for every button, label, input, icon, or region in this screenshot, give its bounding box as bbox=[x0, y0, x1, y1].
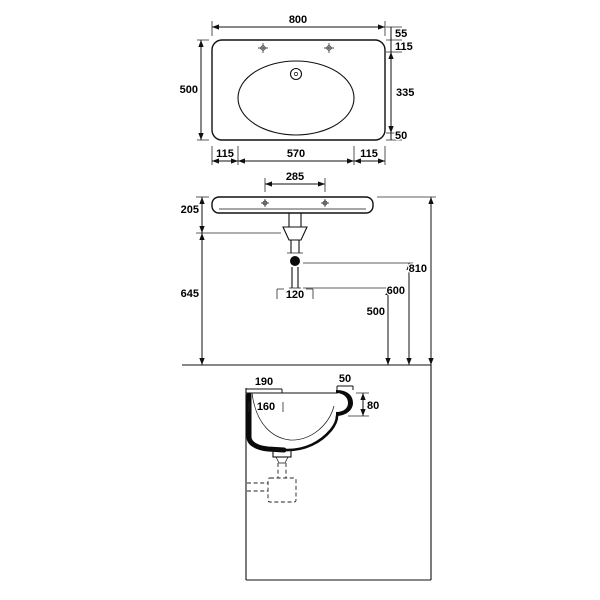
dim-190-label: 190 bbox=[255, 376, 273, 388]
basin-outline-front bbox=[211, 196, 374, 214]
wall-to-drain-dimension: 190 bbox=[246, 375, 283, 393]
dim-600-label: 600 bbox=[387, 285, 405, 297]
dim-right-115-label: 115 bbox=[395, 41, 413, 53]
shutoff-valve bbox=[290, 256, 300, 266]
dim-line bbox=[336, 385, 354, 390]
dim-80-label: 80 bbox=[367, 400, 379, 412]
drain-plumbing bbox=[282, 213, 308, 289]
ext-line bbox=[386, 26, 402, 141]
ext-line bbox=[211, 146, 386, 165]
dim-line bbox=[246, 388, 283, 393]
dim-120-label: 120 bbox=[286, 289, 304, 301]
drain-offset-dimension: 120 bbox=[276, 288, 314, 302]
top-view: 800 500 55 115 335 50 115 570 115 bbox=[178, 13, 416, 165]
tap-hole-mark-left-front bbox=[261, 199, 269, 207]
front-right-dimensions: 810 600 500 bbox=[303, 196, 436, 365]
dim-160-label: 160 bbox=[257, 401, 275, 413]
tap-hole-cross bbox=[261, 199, 269, 207]
dim-top-depth-label: 500 bbox=[180, 84, 198, 96]
dim-bottom-115l-label: 115 bbox=[216, 148, 234, 160]
ext-line bbox=[248, 402, 284, 412]
dim-645-label: 645 bbox=[181, 288, 199, 300]
ext-line bbox=[197, 39, 209, 141]
tap-spacing-dimension: 285 bbox=[264, 170, 326, 192]
ext-line bbox=[276, 288, 314, 299]
tap-hole-cross bbox=[321, 199, 329, 207]
front-left-dimensions: 205 645 bbox=[179, 196, 281, 365]
bowl-ellipse bbox=[237, 60, 355, 136]
rim-bullnose-section bbox=[336, 390, 353, 416]
dim-810-label: 810 bbox=[409, 263, 427, 275]
hidden-wall-outlet bbox=[247, 482, 268, 492]
dim-right-50-label: 50 bbox=[395, 130, 407, 142]
tap-hole-mark-right-front bbox=[321, 199, 329, 207]
dim-top-width-label: 800 bbox=[289, 14, 307, 26]
top-bottom-dimensions: 115 570 115 bbox=[211, 146, 386, 165]
basin-section-back bbox=[246, 392, 287, 453]
dim-50-label: 50 bbox=[339, 373, 351, 385]
dim-500-label: 500 bbox=[367, 306, 385, 318]
tap-hole-mark-right bbox=[324, 43, 334, 53]
top-right-dimensions: 55 115 335 50 bbox=[386, 26, 416, 143]
dim-right-335-label: 335 bbox=[396, 87, 414, 99]
tap-hole-cross bbox=[324, 43, 334, 53]
top-depth-dimension: 500 bbox=[178, 39, 209, 141]
top-width-dimension: 800 bbox=[211, 13, 386, 36]
wall-offset-dimension: 160 bbox=[248, 400, 284, 414]
faucet-hole-center bbox=[294, 72, 298, 76]
drain-pipe-upper bbox=[290, 240, 300, 253]
side-view: 190 50 160 80 bbox=[245, 365, 432, 581]
rim-lip-dimension: 50 bbox=[336, 372, 354, 390]
dim-tap-spacing-label: 285 bbox=[286, 171, 304, 183]
dim-bottom-115r-label: 115 bbox=[360, 148, 378, 160]
hidden-tailpipe bbox=[277, 463, 287, 478]
tap-hole-mark-left bbox=[258, 43, 268, 53]
basin-section-front bbox=[282, 414, 339, 452]
drain-tailpiece bbox=[288, 213, 302, 227]
rim-edge-height-dimension: 80 bbox=[348, 392, 381, 417]
faucet-hole bbox=[289, 67, 303, 81]
hidden-bottle-trap bbox=[267, 477, 297, 503]
dim-right-55-label: 55 bbox=[395, 28, 407, 40]
dim-205-label: 205 bbox=[181, 204, 199, 216]
drain-flange bbox=[282, 226, 308, 241]
drain-neck-side bbox=[275, 456, 289, 464]
front-view: 285 205 645 120 bbox=[179, 170, 436, 366]
tap-hole-cross bbox=[258, 43, 268, 53]
drain-pipe-lower bbox=[291, 267, 299, 288]
basin-outline-top bbox=[211, 39, 386, 141]
dim-bottom-570-label: 570 bbox=[287, 148, 305, 160]
bowl-inner-line bbox=[251, 392, 335, 441]
